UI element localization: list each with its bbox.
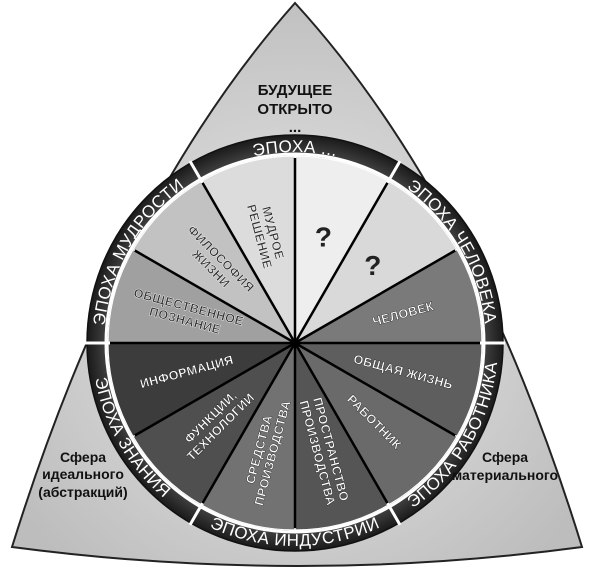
ring-dividers (85, 160, 505, 526)
right-corner-line-2: материального (452, 467, 558, 483)
spoke-line (201, 342, 297, 504)
title-line-1: БУДУЩЕЕ (258, 82, 332, 99)
left-corner-label: Сфера идеального (абстракций) (38, 449, 127, 500)
spoke-line (294, 249, 456, 345)
right-corner-line-1: Сфера (482, 449, 528, 465)
segment-wedge (294, 155, 390, 346)
center-hub (292, 340, 298, 346)
segment-wedge (293, 341, 458, 506)
spoke-line (293, 182, 389, 344)
segment-wedge (293, 180, 458, 345)
spokes-layer (110, 158, 480, 528)
segment-wedge (107, 248, 298, 344)
segment-wedge (294, 340, 390, 531)
spoke-line (293, 342, 389, 504)
segment-wedge (132, 341, 297, 506)
spoke-line (201, 182, 297, 344)
title-block: БУДУЩЕЕ ОТКРЫТО ... (257, 82, 332, 136)
epoch-label: ЭПОХА ... (251, 137, 339, 160)
spoke-line (294, 341, 456, 437)
segment-wedge (132, 180, 297, 345)
segments-layer (107, 155, 483, 531)
epoch-divider (188, 502, 204, 526)
left-corner-line-2: идеального (42, 466, 124, 482)
segment-label: ? (364, 250, 381, 281)
segment-wedge (200, 155, 296, 346)
epoch-divider (188, 160, 204, 184)
title-line-2: ОТКРЫТО (257, 101, 332, 118)
segment-question-mark: ? (315, 222, 332, 253)
segment-wedge (292, 342, 483, 438)
spoke-line (134, 249, 296, 345)
title-line-3: ... (289, 119, 302, 136)
segment-wedge (292, 248, 483, 344)
left-corner-line-1: Сфера (60, 449, 106, 465)
segment-wedge (200, 340, 296, 531)
segment-label: ? (315, 222, 332, 253)
right-corner-label: Сфера материального (452, 449, 558, 483)
segment-question-mark: ? (364, 250, 381, 281)
segment-wedge (107, 342, 298, 438)
left-corner-line-3: (абстракций) (38, 484, 127, 500)
epoch-divider (386, 502, 402, 526)
spoke-line (134, 341, 296, 437)
epoch-divider (386, 160, 402, 184)
